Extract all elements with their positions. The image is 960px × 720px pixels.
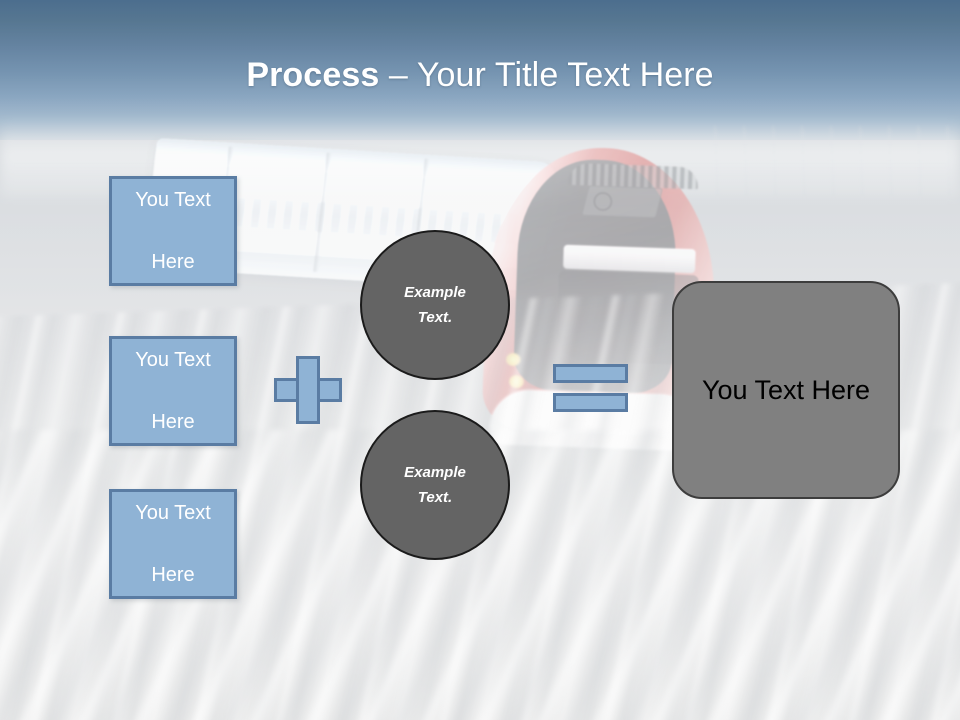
slide-title-strong: Process xyxy=(246,56,380,94)
input-box-2-line1: You Text xyxy=(135,348,211,371)
input-box-3-line2: Here xyxy=(151,563,195,586)
input-box-1-line2: Here xyxy=(151,250,195,273)
plus-center-fill xyxy=(299,381,317,399)
example-circle-2-line1: Example xyxy=(404,464,466,481)
input-box-1-line1: You Text xyxy=(135,188,211,211)
result-box-label: You Text Here xyxy=(701,374,871,405)
example-circle-2-line2: Text. xyxy=(417,489,453,506)
input-box-2-line2: Here xyxy=(151,410,195,433)
plus-operator-icon xyxy=(274,356,342,424)
equals-operator-icon xyxy=(553,364,628,412)
input-box-3-line1: You Text xyxy=(135,501,211,524)
slide-title: Process – Your Title Text Here xyxy=(0,52,960,98)
example-circle-1-line2: Text. xyxy=(417,309,453,326)
example-circle-1-line1: Example xyxy=(404,284,466,301)
equals-bottom-bar xyxy=(553,393,628,412)
slide-title-rest: – Your Title Text Here xyxy=(379,56,714,94)
locomotive-roof-vent xyxy=(567,162,699,190)
locomotive-windshield xyxy=(563,244,696,274)
equals-top-bar xyxy=(553,364,628,383)
result-box[interactable]: You Text Here xyxy=(672,281,900,499)
